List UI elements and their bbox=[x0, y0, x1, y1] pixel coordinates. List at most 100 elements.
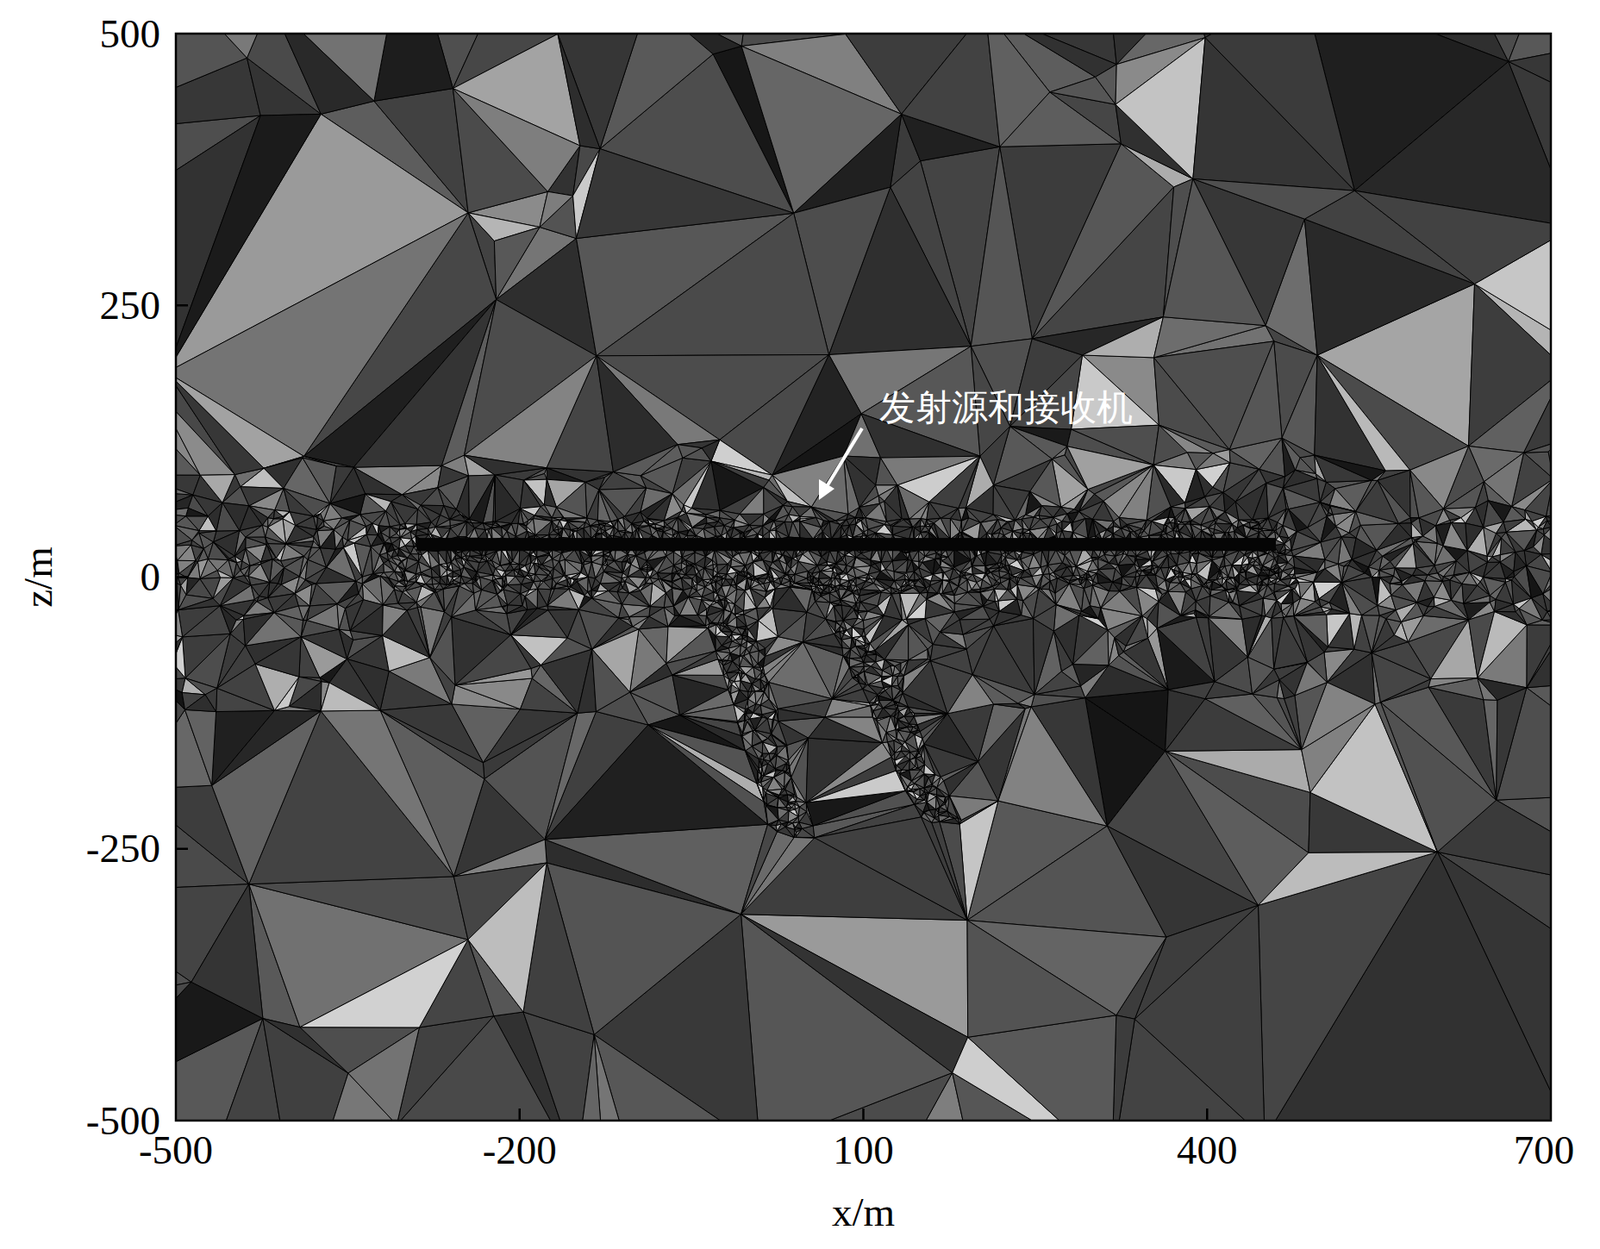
mesh-element bbox=[153, 632, 167, 652]
mesh-element bbox=[1553, 578, 1558, 589]
mesh-element bbox=[61, 618, 130, 682]
mesh-element bbox=[1187, 0, 1302, 38]
mesh-element bbox=[1264, 1138, 1441, 1230]
mesh-element bbox=[1573, 585, 1600, 607]
mesh-element bbox=[119, 546, 132, 569]
mesh-element bbox=[143, 648, 166, 681]
mesh-element bbox=[1572, 593, 1600, 607]
mesh-element bbox=[1581, 512, 1594, 578]
mesh-element bbox=[1558, 600, 1573, 625]
mesh-element bbox=[1541, 535, 1567, 556]
mesh-element bbox=[1556, 588, 1574, 608]
mesh-element bbox=[1573, 137, 1600, 250]
mesh-element bbox=[182, 0, 271, 3]
mesh-element bbox=[1551, 567, 1563, 576]
mesh-element bbox=[1566, 512, 1582, 554]
mesh-element bbox=[1566, 512, 1582, 569]
mesh-element bbox=[155, 651, 173, 681]
mesh-element bbox=[61, 462, 137, 495]
mesh-element bbox=[869, 0, 986, 11]
mesh-element bbox=[149, 543, 173, 551]
mesh-element bbox=[121, 618, 158, 639]
mesh-element bbox=[1558, 568, 1582, 595]
mesh-element bbox=[1553, 479, 1600, 513]
mesh-element bbox=[1558, 609, 1568, 625]
mesh-element bbox=[1568, 606, 1600, 677]
mesh-element bbox=[61, 546, 125, 569]
mesh-element bbox=[631, 1165, 751, 1230]
mesh-element bbox=[135, 490, 150, 513]
mesh-element bbox=[119, 494, 146, 548]
mesh-element bbox=[604, 1165, 638, 1230]
mesh-element bbox=[270, 0, 407, 3]
mesh-element bbox=[121, 605, 158, 620]
mesh-element bbox=[124, 567, 132, 576]
mesh-element bbox=[1593, 574, 1600, 587]
mesh-element bbox=[61, 1220, 188, 1230]
mesh-element bbox=[1582, 358, 1600, 460]
mesh-element bbox=[1557, 368, 1583, 443]
mesh-element bbox=[153, 620, 167, 638]
mesh-element bbox=[130, 490, 147, 513]
mesh-element bbox=[61, 0, 69, 26]
mesh-element bbox=[149, 525, 174, 546]
mesh-element bbox=[1573, 577, 1600, 595]
mesh-element bbox=[61, 568, 127, 619]
mesh-element bbox=[1551, 572, 1558, 582]
mesh-element bbox=[130, 475, 138, 494]
mesh-element bbox=[987, 1168, 1113, 1230]
mesh-element bbox=[1581, 491, 1600, 578]
mesh-element bbox=[1561, 0, 1600, 32]
mesh-element bbox=[61, 462, 120, 569]
mesh-element bbox=[165, 576, 169, 579]
mesh-element bbox=[527, 0, 649, 34]
mesh-element bbox=[61, 567, 127, 576]
mesh-element bbox=[1562, 337, 1600, 369]
mesh-element bbox=[61, 680, 156, 790]
mesh-element bbox=[1556, 588, 1574, 601]
mesh-element bbox=[1593, 491, 1600, 578]
mesh-element bbox=[61, 893, 192, 1009]
mesh-element bbox=[61, 352, 140, 463]
mesh-element bbox=[374, 0, 454, 101]
mesh-element bbox=[129, 620, 158, 640]
mesh-element bbox=[1558, 568, 1582, 579]
mesh-element bbox=[1568, 600, 1600, 625]
mesh-element bbox=[1562, 226, 1600, 338]
mesh-element bbox=[1551, 609, 1562, 625]
mesh-element bbox=[129, 639, 157, 681]
mesh-element bbox=[61, 352, 168, 391]
mesh-element bbox=[145, 512, 150, 544]
mesh-element bbox=[61, 352, 157, 411]
mesh-element bbox=[1562, 250, 1600, 359]
mesh-element bbox=[757, 0, 870, 34]
mesh-element bbox=[165, 576, 168, 580]
mesh-element bbox=[845, 0, 986, 34]
mesh-element bbox=[119, 512, 150, 548]
mesh-element bbox=[149, 512, 174, 544]
mesh-element bbox=[150, 507, 189, 516]
mesh-element bbox=[1102, 1168, 1213, 1230]
mesh-element bbox=[1561, 1227, 1600, 1230]
mesh-element bbox=[182, 0, 299, 3]
mesh-element bbox=[298, 1125, 416, 1230]
mesh-element bbox=[1556, 578, 1574, 594]
mesh-element bbox=[155, 678, 186, 694]
mesh-element bbox=[61, 410, 140, 476]
mesh-element bbox=[1582, 400, 1600, 491]
mesh-element bbox=[1553, 442, 1600, 492]
mesh-element bbox=[1508, 0, 1600, 63]
mesh-element bbox=[156, 612, 159, 620]
mesh-element bbox=[1562, 552, 1581, 568]
mesh-triangles bbox=[61, 0, 1600, 1230]
mesh-element bbox=[1557, 400, 1600, 491]
mesh-element bbox=[1573, 568, 1594, 595]
mesh-element bbox=[1553, 576, 1558, 582]
mesh-element bbox=[61, 462, 130, 548]
mesh-element bbox=[1572, 1117, 1600, 1228]
mesh-element bbox=[157, 618, 167, 634]
mesh-element bbox=[1556, 600, 1573, 610]
mesh-element bbox=[165, 560, 180, 577]
mesh-element bbox=[980, 0, 1103, 11]
